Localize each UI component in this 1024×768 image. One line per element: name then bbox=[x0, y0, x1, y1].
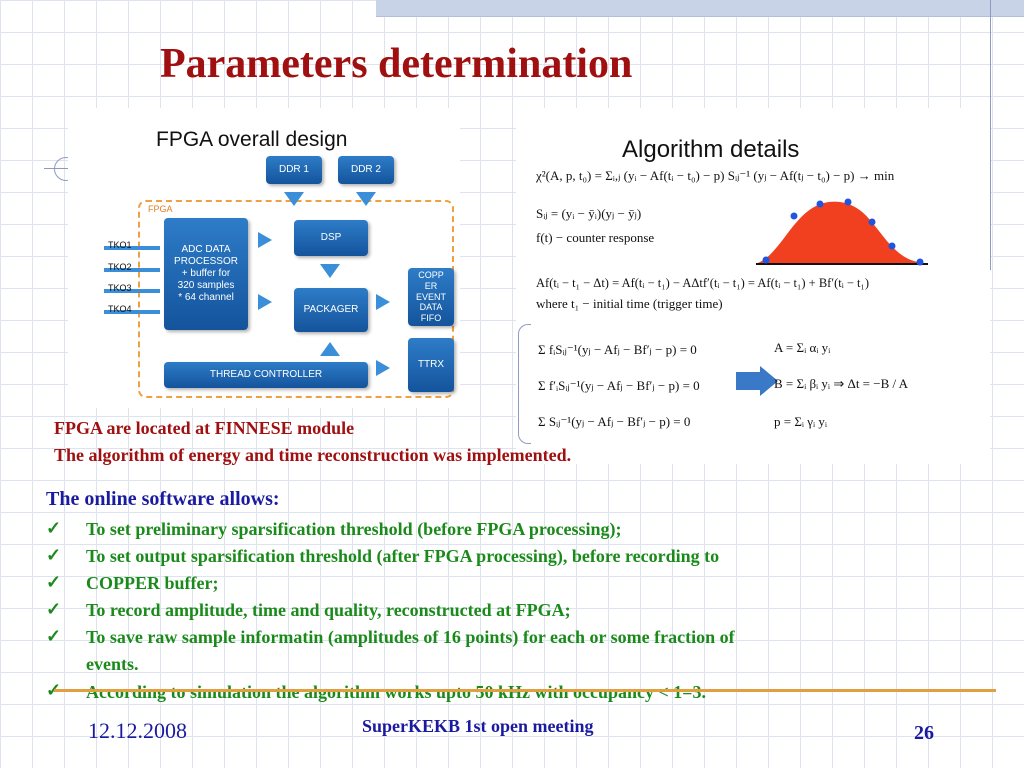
eq-result-b: B = Σᵢ βᵢ yᵢ ⇒ Δt = −B / A bbox=[774, 376, 909, 391]
check-icon: ✓ bbox=[46, 626, 62, 646]
arrow-ddr2-dsp bbox=[356, 192, 376, 206]
tko4-line bbox=[104, 310, 160, 314]
online-item: COPPER buffer; bbox=[86, 573, 219, 593]
tko3-line bbox=[104, 289, 160, 293]
eq-where: where t₁ − initial time (trigger time) bbox=[536, 296, 723, 311]
copper-fifo-block: COPP ER EVENT DATA FIFO bbox=[408, 268, 454, 326]
copper-line: ER bbox=[424, 280, 438, 291]
algorithm-panel: Algorithm details χ²(A, p, t₀) = Σᵢ,ⱼ (y… bbox=[516, 108, 990, 464]
arrow-thread-packager bbox=[320, 342, 340, 356]
slide-title: Parameters determination bbox=[160, 41, 633, 87]
page-number: 26 bbox=[914, 722, 934, 744]
ttrx-block: TTRX bbox=[408, 338, 454, 392]
eq-system-1: Σ fᵢSᵢⱼ⁻¹(yⱼ − Afⱼ − Bf′ⱼ − p) = 0 bbox=[538, 342, 697, 357]
arrow-ddr1-dsp bbox=[284, 192, 304, 206]
footer-date: 12.12.2008 bbox=[88, 718, 187, 743]
copper-line: EVENT bbox=[415, 291, 446, 302]
arrow-dsp-packager bbox=[320, 264, 340, 278]
top-decor-strip bbox=[376, 0, 1024, 17]
tko3-label: TKO3 bbox=[108, 283, 132, 293]
tko1-line bbox=[104, 246, 160, 250]
online-item: To record amplitude, time and quality, r… bbox=[86, 600, 571, 620]
arrow-adc-packager bbox=[258, 294, 272, 310]
pulse-shape-plot bbox=[756, 198, 928, 266]
online-item: To set preliminary sparsification thresh… bbox=[86, 519, 622, 539]
online-heading: The online software allows: bbox=[46, 488, 280, 510]
pulse-shape-area bbox=[756, 201, 926, 264]
sample-point bbox=[816, 200, 824, 208]
eq-taylor: Af(tᵢ − t₁ − Δt) = Af(tᵢ − t₁) − AΔtf′(t… bbox=[536, 276, 870, 290]
algorithm-title: Algorithm details bbox=[622, 136, 800, 163]
fpga-diagram-title: FPGA overall design bbox=[156, 128, 348, 151]
arrow-thread-ttrx bbox=[376, 360, 390, 376]
footer-rule bbox=[54, 689, 996, 692]
check-icon: ✓ bbox=[46, 599, 62, 619]
adc-line: PROCESSOR bbox=[174, 256, 238, 267]
online-item: According to simulation the algorithm wo… bbox=[86, 682, 707, 702]
check-icon: ✓ bbox=[46, 572, 62, 592]
footer-event: SuperKEKB 1st open meeting bbox=[362, 716, 594, 736]
adc-line: 320 samples bbox=[177, 280, 235, 291]
arrow-packager-copper bbox=[376, 294, 390, 310]
adc-line: ADC DATA bbox=[181, 244, 231, 255]
eq-response: f(t) − counter response bbox=[536, 230, 655, 245]
eq-chi-square: χ²(A, p, t₀) = Σᵢ,ⱼ (yᵢ − Af(tᵢ − t₀) − … bbox=[536, 168, 895, 183]
adc-line: + buffer for bbox=[181, 268, 231, 279]
tko1-label: TKO1 bbox=[108, 240, 132, 250]
online-item: events. bbox=[86, 654, 139, 674]
sample-point bbox=[868, 218, 876, 226]
copper-line: DATA bbox=[419, 302, 443, 313]
tko2-label: TKO2 bbox=[108, 262, 132, 272]
eq-result-a: A = Σᵢ αᵢ yᵢ bbox=[774, 340, 831, 355]
fpga-diagram: FPGA overall design FPGA DDR 1 DDR 2 ADC… bbox=[68, 108, 460, 408]
check-icon: ✓ bbox=[46, 545, 62, 565]
check-icon: ✓ bbox=[46, 680, 61, 701]
sample-point bbox=[888, 242, 896, 250]
solution-arrow-head bbox=[760, 366, 778, 396]
thread-controller-block: THREAD CONTROLLER bbox=[164, 362, 368, 388]
sample-point bbox=[844, 198, 852, 206]
online-item: To save raw sample informatin (amplitude… bbox=[86, 627, 735, 647]
note-line-2: The algorithm of energy and time reconst… bbox=[54, 445, 572, 465]
eq-result-p: p = Σᵢ γᵢ yᵢ bbox=[774, 414, 828, 429]
adc-line: * 64 channel bbox=[178, 292, 234, 303]
sample-points bbox=[762, 198, 924, 266]
online-item: To set output sparsification threshold (… bbox=[86, 546, 720, 566]
sample-point bbox=[916, 258, 924, 266]
copper-line: FIFO bbox=[420, 313, 442, 324]
ddr1-block: DDR 1 bbox=[266, 156, 322, 184]
eq-system-2: Σ f′ᵢSᵢⱼ⁻¹(yⱼ − Afⱼ − Bf′ⱼ − p) = 0 bbox=[538, 378, 700, 393]
ddr2-block: DDR 2 bbox=[338, 156, 394, 184]
eq-system-3: Σ Sᵢⱼ⁻¹(yⱼ − Afⱼ − Bf′ⱼ − p) = 0 bbox=[538, 414, 691, 429]
note-line-1: FPGA are located at FINNESE module bbox=[54, 418, 355, 438]
tko2-line bbox=[104, 268, 160, 272]
dsp-block: DSP bbox=[294, 220, 368, 256]
packager-block: PACKAGER bbox=[294, 288, 368, 332]
right-decor-rule bbox=[990, 0, 991, 270]
solution-arrow-shaft bbox=[736, 372, 762, 390]
eq-covariance: Sᵢⱼ = (yᵢ − ȳᵢ)(yⱼ − ȳⱼ) bbox=[536, 206, 642, 221]
fpga-boundary-label: FPGA bbox=[148, 204, 173, 214]
arrow-adc-dsp bbox=[258, 232, 272, 248]
adc-processor-block: ADC DATA PROCESSOR + buffer for 320 samp… bbox=[164, 218, 248, 330]
tko4-label: TKO4 bbox=[108, 304, 132, 314]
copper-line: COPP bbox=[418, 270, 444, 280]
check-icon: ✓ bbox=[46, 518, 62, 538]
sample-point bbox=[790, 212, 798, 220]
system-bracket bbox=[518, 324, 531, 444]
sample-point bbox=[762, 256, 770, 264]
